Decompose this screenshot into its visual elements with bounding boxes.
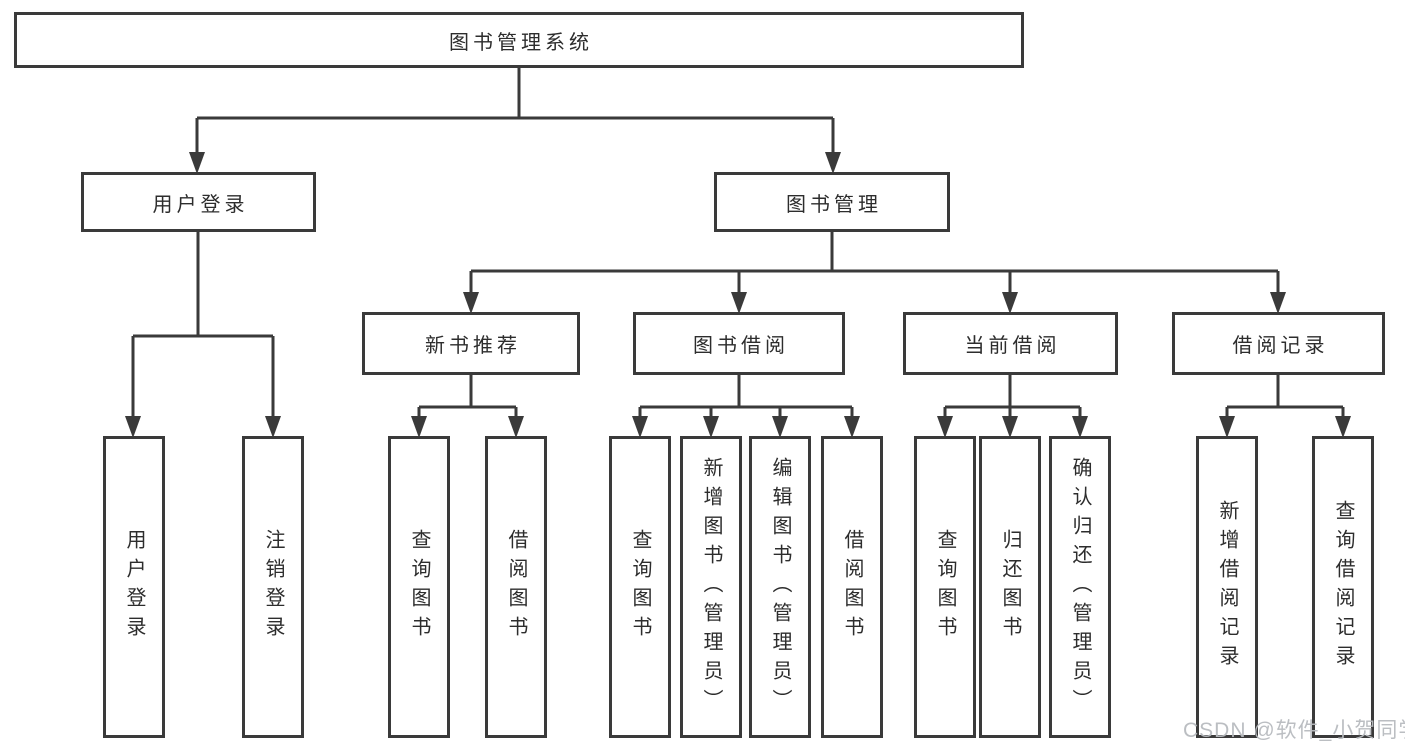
connector-new-book-children — [411, 373, 524, 438]
connector-current-borrow-children — [937, 373, 1088, 438]
connector-book-borrow-children — [632, 373, 860, 438]
node-new-book-rec: 新书推荐 — [362, 312, 580, 375]
leaf-confirm-return-admin: 确认归还（管理员） — [1049, 436, 1111, 738]
node-borrow-records: 借阅记录 — [1172, 312, 1385, 375]
leaf-label: 注销登录 — [262, 529, 284, 645]
leaf-borrow-books-1: 借阅图书 — [485, 436, 547, 738]
leaf-edit-books-admin: 编辑图书（管理员） — [749, 436, 811, 738]
node-new-book-rec-label: 新书推荐 — [425, 335, 521, 357]
leaf-query-borrow-record: 查询借阅记录 — [1312, 436, 1374, 738]
leaf-query-books-2: 查询图书 — [609, 436, 671, 738]
leaf-logout: 注销登录 — [242, 436, 304, 738]
leaf-label: 归还图书 — [999, 529, 1021, 645]
leaf-return-books: 归还图书 — [979, 436, 1041, 738]
leaf-label: 查询图书 — [408, 529, 430, 645]
node-user-login-label: 用户登录 — [152, 193, 249, 216]
leaf-add-borrow-record: 新增借阅记录 — [1196, 436, 1258, 738]
connector-book-mgmt-children — [463, 230, 1286, 314]
leaf-label: 查询图书 — [934, 529, 956, 645]
leaf-label: 查询图书 — [629, 529, 651, 645]
leaf-label: 编辑图书（管理员） — [769, 456, 791, 718]
leaf-label: 新增借阅记录 — [1216, 500, 1238, 674]
csdn-watermark: CSDN @软件_小贺同学 — [1183, 719, 1405, 742]
leaf-query-books-1: 查询图书 — [388, 436, 450, 738]
leaf-label: 借阅图书 — [841, 529, 863, 645]
leaf-label: 用户登录 — [123, 529, 145, 645]
connector-user-login-children — [125, 230, 281, 438]
node-current-borrow-label: 当前借阅 — [964, 335, 1061, 357]
node-user-login: 用户登录 — [81, 172, 316, 232]
node-book-borrow-label: 图书借阅 — [693, 335, 789, 357]
node-root: 图书管理系统 — [14, 12, 1024, 68]
leaf-label: 借阅图书 — [505, 529, 527, 645]
node-book-mgmt: 图书管理 — [714, 172, 950, 232]
leaf-add-books-admin: 新增图书（管理员） — [680, 436, 742, 738]
node-book-borrow: 图书借阅 — [633, 312, 845, 375]
leaf-user-login: 用户登录 — [103, 436, 165, 738]
node-book-mgmt-label: 图书管理 — [786, 193, 882, 216]
node-borrow-records-label: 借阅记录 — [1232, 335, 1329, 357]
leaf-label: 查询借阅记录 — [1332, 500, 1354, 674]
leaf-query-books-3: 查询图书 — [914, 436, 976, 738]
leaf-label: 确认归还（管理员） — [1069, 456, 1091, 718]
node-current-borrow: 当前借阅 — [903, 312, 1118, 375]
connector-borrow-records-children — [1219, 373, 1351, 438]
connector-root-to-level2 — [189, 66, 841, 174]
node-root-label: 图书管理系统 — [449, 31, 593, 54]
leaf-borrow-books-2: 借阅图书 — [821, 436, 883, 738]
leaf-label: 新增图书（管理员） — [700, 456, 722, 718]
